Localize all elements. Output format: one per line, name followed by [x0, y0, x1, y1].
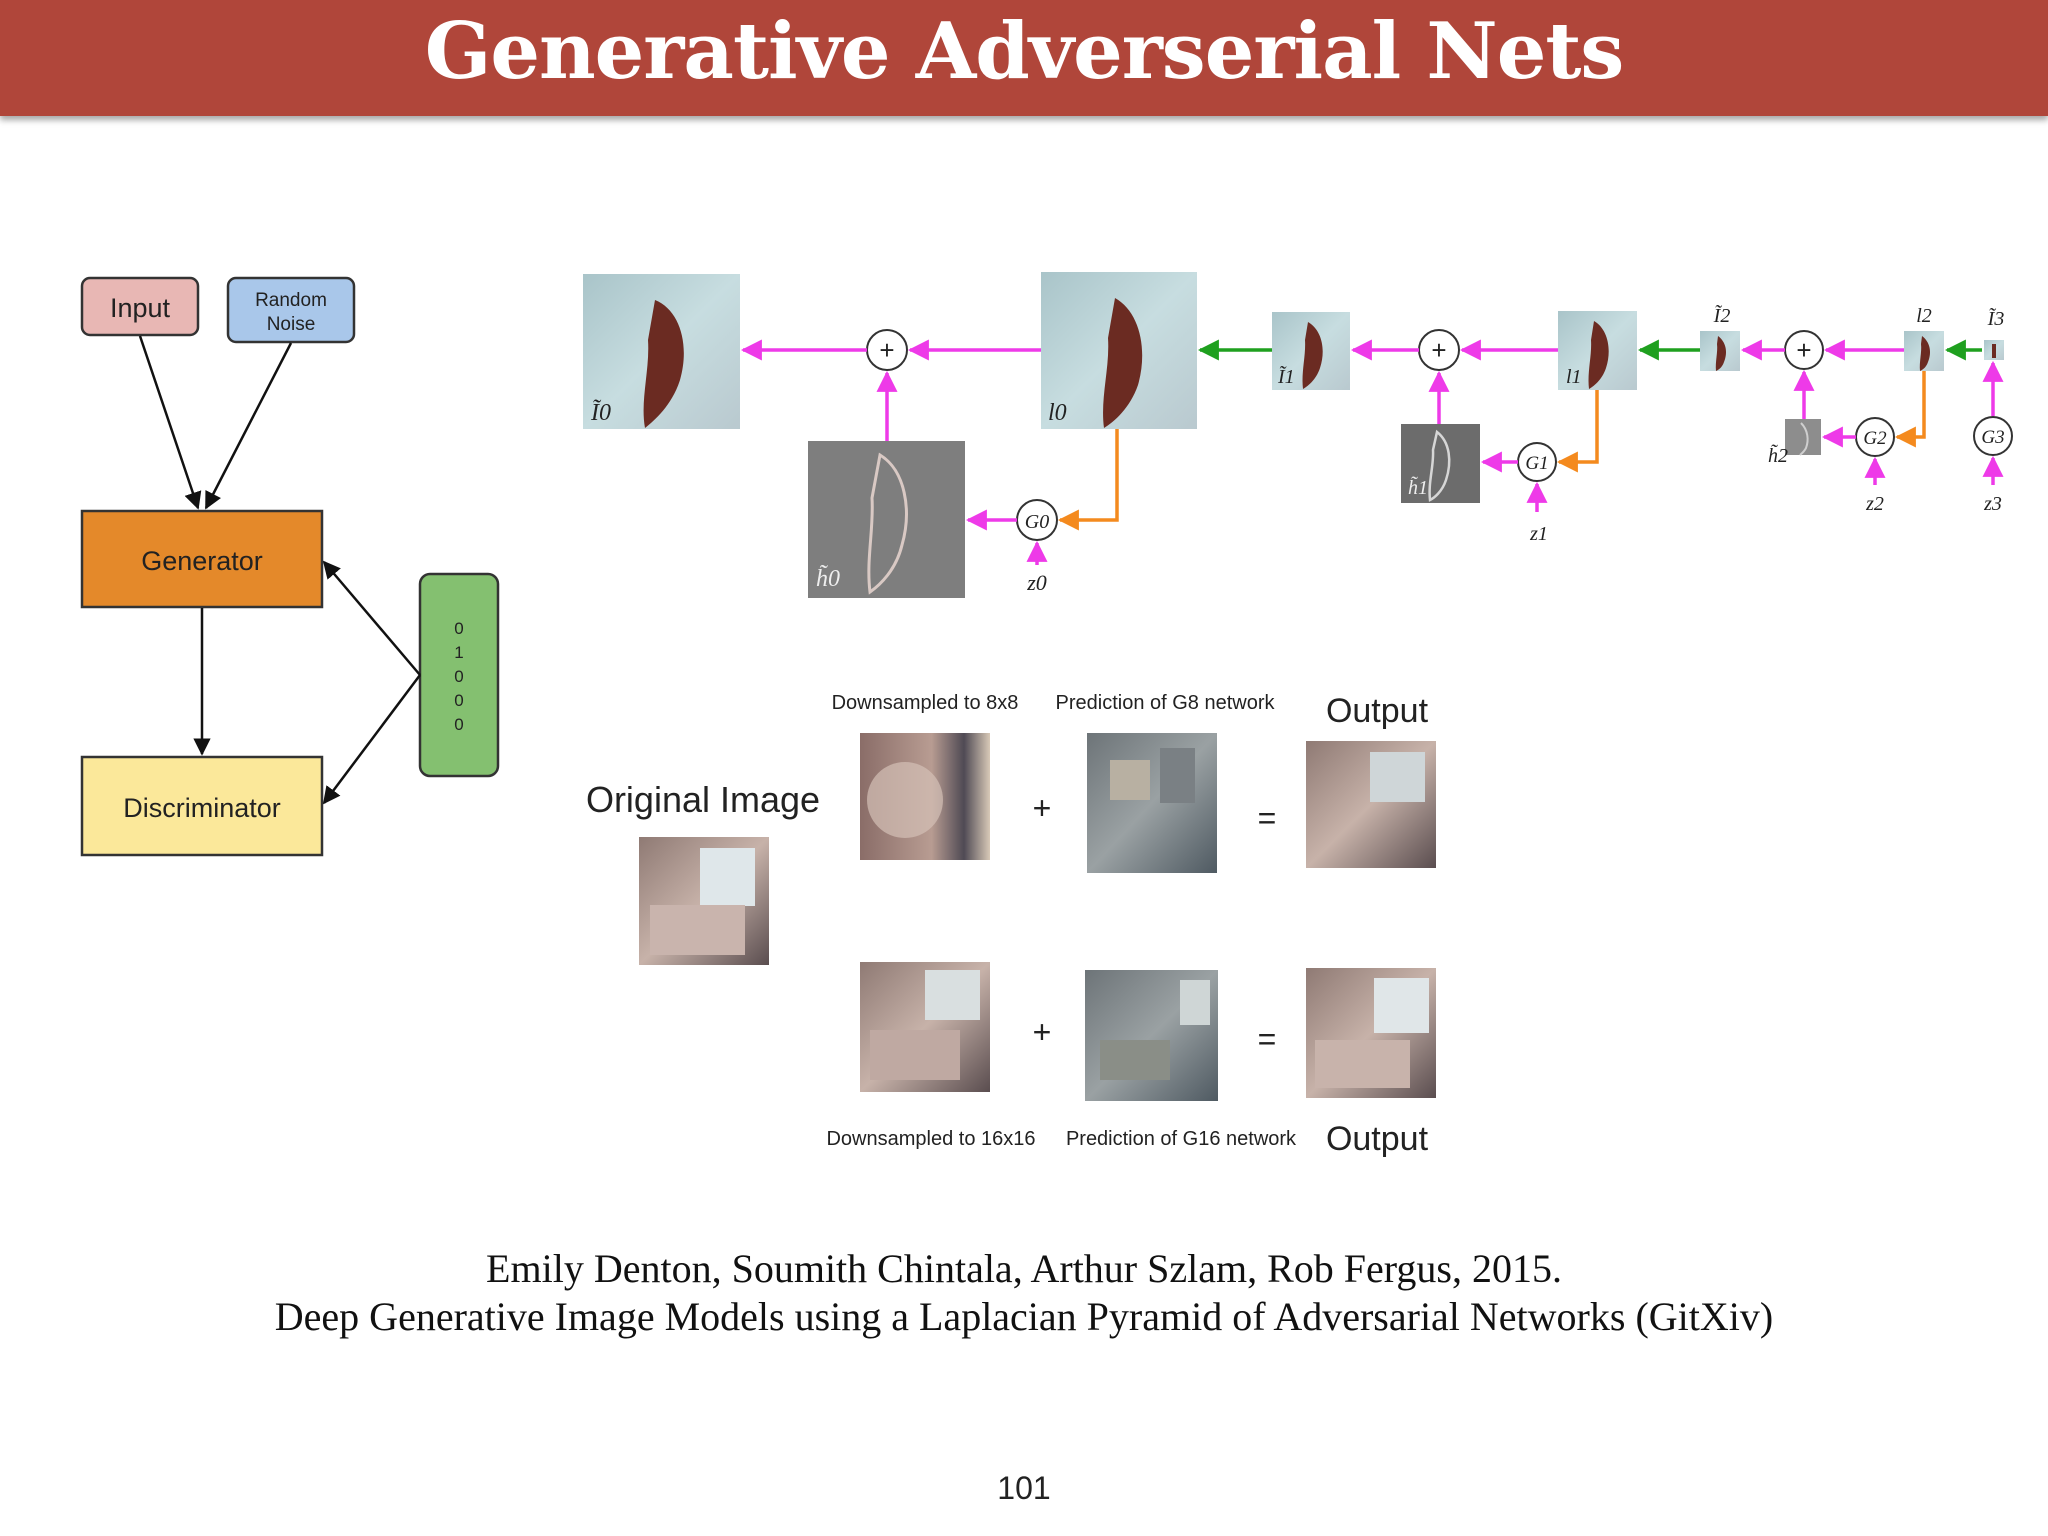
- generator-label: Generator: [141, 546, 263, 576]
- z1-label: z1: [1529, 523, 1548, 545]
- row1-equals: =: [1258, 800, 1277, 836]
- original-image: [639, 837, 769, 965]
- citation-title: Deep Generative Image Models using a Lap…: [274, 1294, 1774, 1339]
- label-i0-tilde: Ĩ0: [590, 400, 611, 426]
- row2-plus: +: [1033, 1014, 1052, 1050]
- sum-node-0-plus: +: [879, 335, 894, 365]
- image-i3-tilde: [1984, 340, 2004, 360]
- image-l1: [1558, 311, 1637, 390]
- original-image-label: Original Image: [586, 779, 820, 820]
- vector-digit-1: 1: [454, 643, 463, 662]
- slide-title: Generative Adverserial Nets: [424, 6, 1625, 97]
- vector-digit-3: 0: [454, 691, 463, 710]
- vector-digit-4: 0: [454, 715, 463, 734]
- label-l1: l1: [1566, 366, 1582, 388]
- arrow-l0-to-g0: [1057, 429, 1119, 531]
- row2-downsampled-label: Downsampled to 16x16: [826, 1128, 1035, 1150]
- row1-output-image: [1306, 741, 1436, 868]
- label-h1-tilde: h̃1: [1408, 475, 1428, 499]
- z0-label: z0: [1026, 570, 1047, 595]
- row1-output-label: Output: [1326, 692, 1429, 730]
- input-label: Input: [110, 293, 171, 323]
- label-i2-tilde: Ĩ2: [1713, 303, 1731, 327]
- image-h2-tilde: [1785, 419, 1821, 456]
- image-i1-tilde: [1272, 312, 1350, 390]
- input-to-generator-arrow: [138, 335, 202, 510]
- vector-digit-2: 0: [454, 667, 463, 686]
- row1-plus: +: [1033, 790, 1052, 826]
- vector-to-generator-arrow: [322, 560, 421, 676]
- z3-label: z3: [1983, 493, 2002, 515]
- vector-to-discriminator-arrow: [322, 674, 421, 805]
- generator-box: [80, 509, 324, 609]
- citation-authors: Emily Denton, Soumith Chintala, Arthur S…: [486, 1246, 1562, 1291]
- sample-results: Downsampled to 8x8 Prediction of G8 netw…: [586, 692, 1436, 1158]
- arrow-l2-to-g2: [1894, 371, 1926, 448]
- image-h0-tilde: [808, 441, 965, 598]
- g2-label: G2: [1863, 428, 1887, 449]
- title-banner: Generative Adverserial Nets: [0, 0, 2048, 116]
- image-i2-tilde: [1700, 331, 1740, 371]
- label-h2-tilde: h̃2: [1768, 443, 1788, 467]
- input-box: [80, 276, 200, 337]
- image-l2: [1904, 331, 1944, 371]
- image-i0-tilde: [583, 274, 740, 429]
- row2-prediction-image: [1085, 970, 1218, 1101]
- image-h1-tilde: [1401, 424, 1480, 503]
- g3-label: G3: [1981, 427, 2004, 448]
- row2-output-label: Output: [1326, 1120, 1429, 1158]
- g0-label: G0: [1025, 511, 1049, 533]
- random-noise-box: [226, 276, 356, 344]
- arrow-l1-to-g1: [1556, 390, 1599, 473]
- sum-node-1-plus: +: [1431, 335, 1446, 365]
- gan-diagram: Input Random Noise Generator Discriminat…: [80, 276, 500, 857]
- label-i3-tilde: Ĩ3: [1987, 306, 2005, 330]
- row1-downsampled-label: Downsampled to 8x8: [832, 692, 1019, 714]
- row2-output-image: [1306, 968, 1436, 1098]
- row2-equals: =: [1258, 1021, 1277, 1057]
- label-l2: l2: [1916, 305, 1932, 327]
- row1-prediction-label: Prediction of G8 network: [1056, 692, 1276, 714]
- z2-label: z2: [1865, 493, 1884, 515]
- row1-prediction-image: [1087, 733, 1217, 873]
- laplacian-pyramid: Ĩ0 + l0 h̃0 G0 z0 Ĩ1: [583, 272, 2013, 598]
- page-number: 101: [997, 1470, 1051, 1506]
- g3-node: [1973, 416, 2013, 456]
- label-h0-tilde: h̃0: [816, 564, 840, 592]
- g1-label: G1: [1525, 453, 1548, 474]
- sum-node-2-plus: +: [1796, 335, 1811, 365]
- label-l0: l0: [1048, 400, 1067, 426]
- row2-downsampled-image: [860, 962, 990, 1092]
- vector-digit-0: 0: [454, 619, 463, 638]
- discriminator-label: Discriminator: [123, 793, 281, 823]
- random-noise-label-1: Random: [255, 290, 327, 311]
- row2-prediction-label: Prediction of G16 network: [1066, 1128, 1297, 1150]
- discriminator-box: [80, 755, 324, 857]
- noise-to-generator-arrow: [204, 342, 293, 510]
- random-noise-label-2: Noise: [267, 314, 316, 335]
- label-i1-tilde: Ĩ1: [1277, 364, 1295, 388]
- image-l0: [1041, 272, 1197, 429]
- row1-downsampled-image: [860, 733, 990, 860]
